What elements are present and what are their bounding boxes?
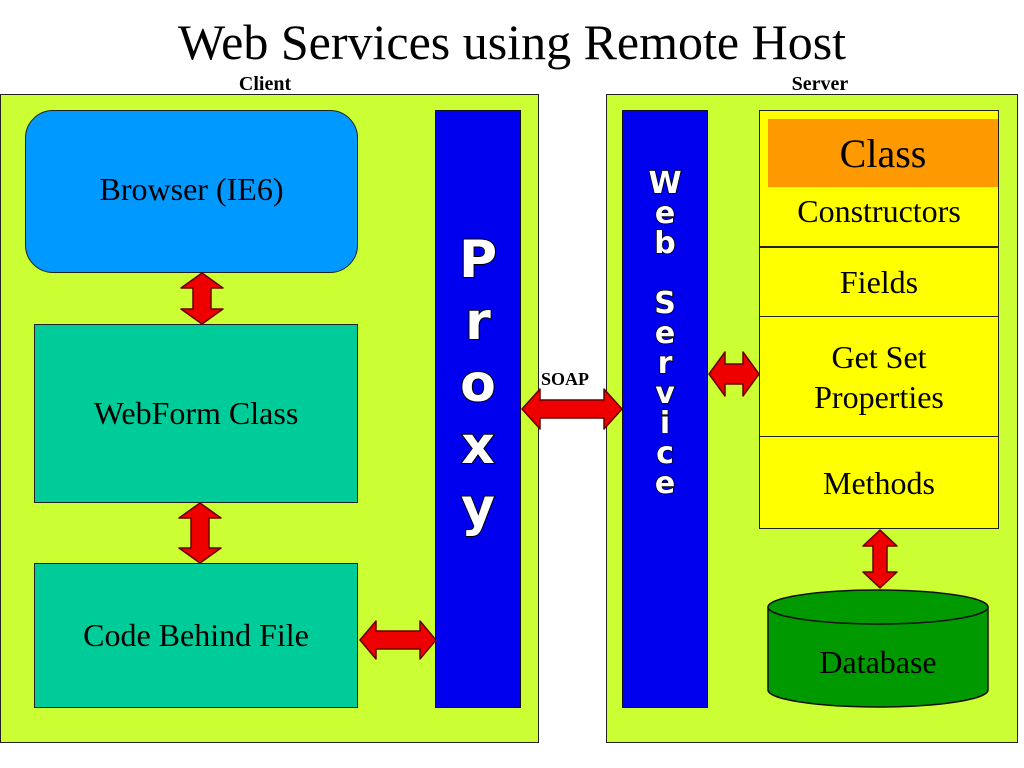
web-service-text: W e b S e r v i c e xyxy=(623,166,707,501)
vertical-double-arrow xyxy=(180,272,224,325)
fields-label: Fields xyxy=(839,263,919,300)
browser-box: Browser (IE6) xyxy=(25,110,358,273)
client-label: Client xyxy=(238,73,292,95)
proxy-letter: y xyxy=(460,477,496,539)
methods-label: Methods xyxy=(823,465,935,501)
web-service-bar: W e b S e r v i c e xyxy=(622,110,708,708)
proxy-bar: P r o x y xyxy=(435,110,521,708)
web-service-letter: e xyxy=(654,316,676,351)
vertical-double-arrow xyxy=(862,529,898,589)
properties-label: Get Set Properties xyxy=(814,338,944,415)
horizontal-double-arrow xyxy=(708,351,760,397)
constructors-label: Constructors xyxy=(797,193,961,229)
database-icon xyxy=(767,589,989,708)
slide-title: Web Services using Remote Host xyxy=(177,14,847,70)
database-cylinder: Database xyxy=(766,588,990,710)
webform-class-box: WebForm Class xyxy=(34,324,358,503)
web-service-letter: e xyxy=(654,196,676,231)
class-header: Class xyxy=(768,119,998,187)
horizontal-double-arrow xyxy=(359,620,437,660)
web-service-letter: S xyxy=(653,286,676,321)
web-service-letter: c xyxy=(655,436,674,471)
server-label: Server xyxy=(791,73,849,95)
code-behind-label: Code Behind File xyxy=(83,617,309,653)
web-service-letter: r xyxy=(657,346,673,381)
soap-label: SOAP xyxy=(541,369,590,389)
code-behind-box: Code Behind File xyxy=(34,563,358,708)
web-service-letter: i xyxy=(659,406,671,441)
proxy-letter: x xyxy=(460,415,496,477)
proxy-text: P r o x y xyxy=(436,229,520,539)
fields-box: Fields xyxy=(759,247,999,317)
vertical-double-arrow xyxy=(178,502,222,564)
proxy-letter: P xyxy=(458,229,498,291)
proxy-letter: r xyxy=(464,291,492,353)
webform-class-label: WebForm Class xyxy=(93,395,299,431)
proxy-letter: o xyxy=(459,353,497,415)
web-service-letter: b xyxy=(653,226,676,261)
web-service-letter: W xyxy=(648,166,683,201)
web-service-letter: e xyxy=(654,466,676,501)
browser-label: Browser (IE6) xyxy=(99,171,284,207)
soap-double-arrow xyxy=(521,388,623,430)
methods-box: Methods xyxy=(759,436,999,529)
class-header-label: Class xyxy=(839,130,927,176)
database-label: Database xyxy=(819,644,937,680)
web-service-letter: v xyxy=(654,376,675,411)
properties-box: Get Set Properties xyxy=(759,316,999,437)
